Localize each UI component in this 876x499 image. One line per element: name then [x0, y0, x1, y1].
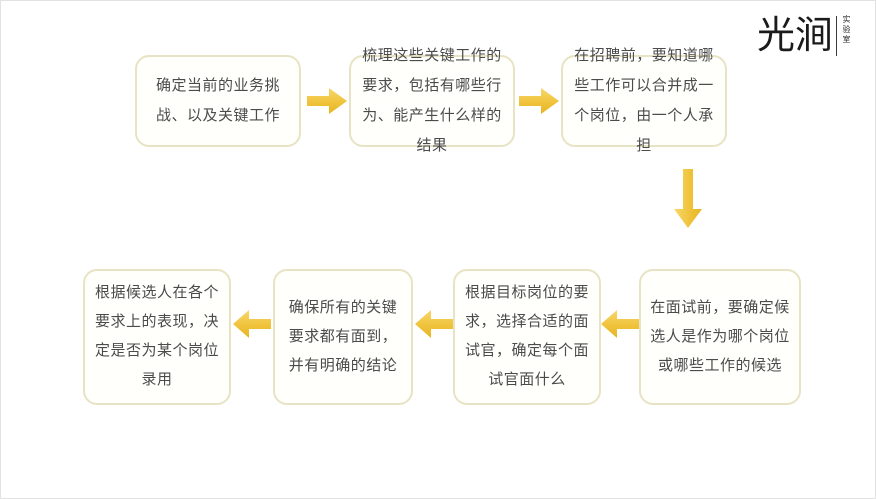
flow-node-1: 确定当前的业务挑战、以及关键工作 — [135, 55, 301, 147]
arrow-right-icon — [519, 87, 559, 115]
brand-logo-divider — [836, 16, 838, 56]
flow-node-3: 在招聘前，要知道哪些工作可以合并成一个岗位，由一个人承担 — [561, 48, 727, 154]
flow-node-4: 在面试前，要确定候选人是作为哪个岗位或哪些工作的候选 — [639, 269, 801, 405]
flow-node-6: 确保所有的关键要求都有面到，并有明确的结论 — [273, 269, 413, 405]
flow-node-7-text: 根据候选人在各个要求上的表现，决定是否为某个岗位录用 — [94, 285, 219, 388]
flow-node-4-text: 在面试前，要确定候选人是作为哪个岗位或哪些工作的候选 — [650, 299, 790, 374]
flow-node-2: 梳理这些关键工作的要求，包括有哪些行为、能产生什么样的结果 — [349, 48, 515, 154]
flow-node-2-text: 梳理这些关键工作的要求，包括有哪些行为、能产生什么样的结果 — [362, 48, 502, 154]
brand-logo-sub-text: 实验室 — [842, 15, 852, 45]
flow-node-1-text: 确定当前的业务挑战、以及关键工作 — [155, 78, 280, 124]
brand-logo: 光涧 实验室 — [757, 11, 865, 61]
arrow-down-icon — [673, 169, 703, 229]
flow-node-3-text: 在招聘前，要知道哪些工作可以合并成一个岗位，由一个人承担 — [574, 48, 714, 154]
brand-logo-main-text: 光涧 — [757, 15, 834, 57]
arrow-right-icon — [307, 87, 347, 115]
flow-node-5-text: 根据目标岗位的要求，选择合适的面试官，确定每个面试官面什么 — [464, 285, 589, 388]
arrow-left-icon — [415, 309, 453, 339]
flow-node-5: 根据目标岗位的要求，选择合适的面试官，确定每个面试官面什么 — [453, 269, 601, 405]
arrow-left-icon — [233, 309, 271, 339]
arrow-left-icon — [601, 309, 639, 339]
flow-node-7: 根据候选人在各个要求上的表现，决定是否为某个岗位录用 — [83, 269, 231, 405]
flow-node-6-text: 确保所有的关键要求都有面到，并有明确的结论 — [288, 299, 398, 374]
